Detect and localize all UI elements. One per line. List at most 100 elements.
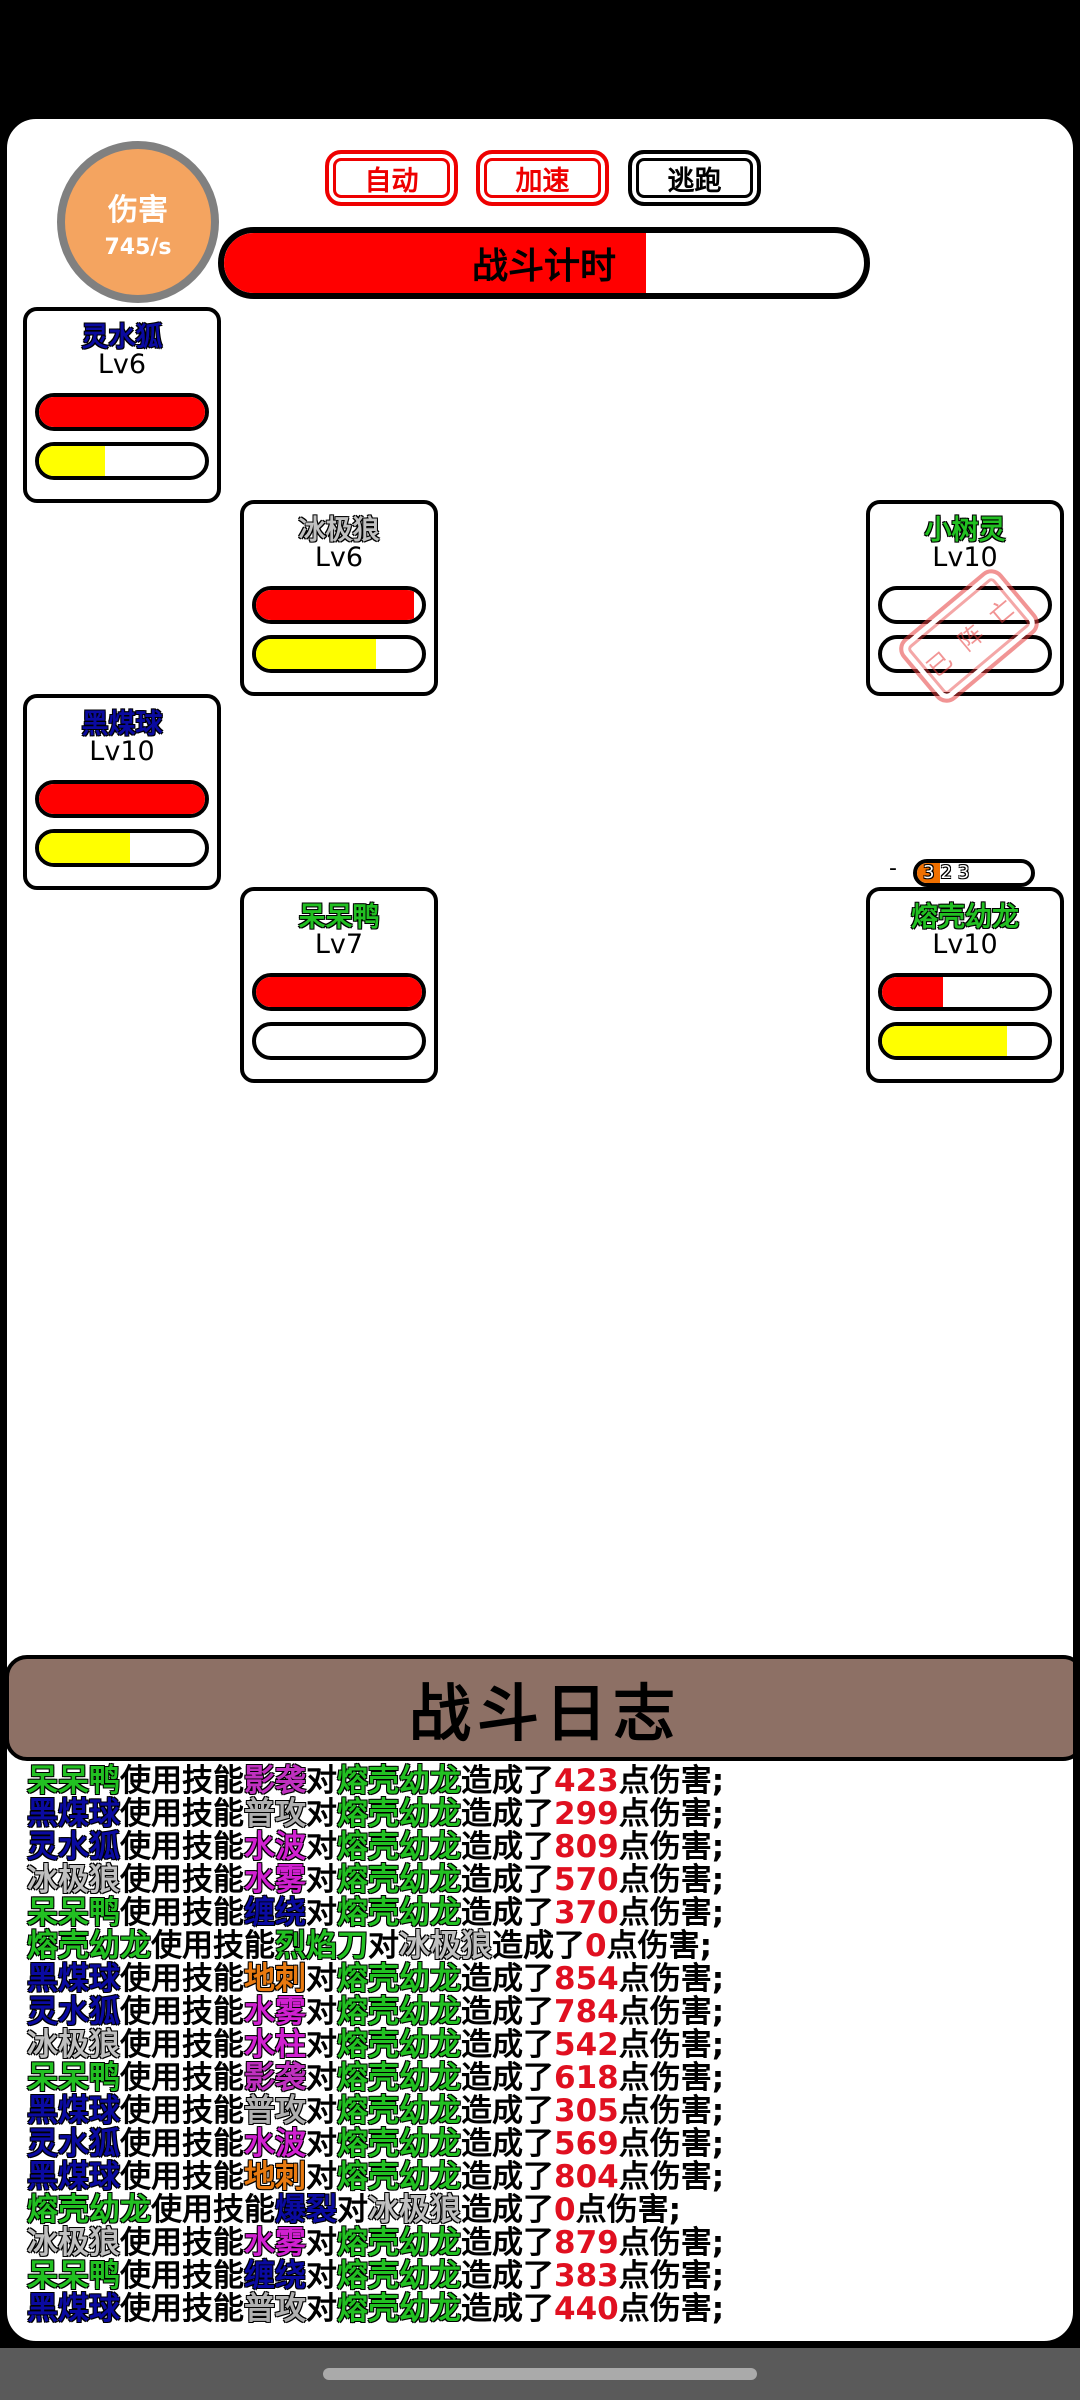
log-unit-name: 熔壳幼龙 — [337, 2225, 461, 2261]
unit-name: 呆呆鸭 — [298, 902, 380, 933]
log-unit-name: 灵水狐 — [27, 1994, 120, 2030]
log-unit-name: 熔壳幼龙 — [337, 1961, 461, 1997]
hp-bar — [878, 586, 1052, 624]
log-skill-name: 水柱 — [244, 2027, 306, 2063]
log-text: 使用技能 — [120, 1796, 244, 1832]
log-unit-name: 熔壳幼龙 — [337, 1862, 461, 1898]
log-line: 黑煤球使用技能普攻对熔壳幼龙造成了299点伤害; — [27, 1798, 1067, 1831]
log-text: 对 — [368, 1928, 399, 1964]
log-text: 对 — [306, 2258, 337, 2294]
log-text: 对 — [306, 2060, 337, 2096]
log-text: 使用技能 — [120, 2291, 244, 2327]
unit-level: Lv6 — [97, 349, 147, 380]
log-text: 使用技能 — [151, 2192, 275, 2228]
log-text: 点伤害; — [618, 2126, 725, 2162]
log-text: 对 — [306, 1895, 337, 1931]
log-line: 熔壳幼龙使用技能爆裂对冰极狼造成了0点伤害; — [27, 2194, 1067, 2227]
log-unit-name: 呆呆鸭 — [27, 2060, 120, 2096]
log-damage-value: 570 — [554, 1862, 619, 1898]
hp-fill — [39, 397, 205, 427]
log-text: 对 — [306, 1763, 337, 1799]
speed-button[interactable]: 加速 — [476, 150, 609, 206]
log-unit-name: 灵水狐 — [27, 1829, 120, 1865]
log-text: 点伤害; — [618, 2225, 725, 2261]
log-damage-value: 440 — [554, 2291, 619, 2327]
log-unit-name: 黑煤球 — [27, 2093, 120, 2129]
log-unit-name: 熔壳幼龙 — [337, 1994, 461, 2030]
home-indicator[interactable] — [323, 2368, 757, 2380]
hp-fill — [39, 784, 205, 814]
log-text: 造成了 — [461, 1994, 554, 2030]
energy-fill — [39, 446, 106, 476]
log-unit-name: 黑煤球 — [27, 2159, 120, 2195]
log-unit-name: 冰极狼 — [399, 1928, 492, 1964]
log-line: 冰极狼使用技能水雾对熔壳幼龙造成了570点伤害; — [27, 1864, 1067, 1897]
log-unit-name: 黑煤球 — [27, 1796, 120, 1832]
unit-name: 灵水狐 — [81, 322, 163, 353]
log-text: 造成了 — [461, 1829, 554, 1865]
log-text: 使用技能 — [120, 2060, 244, 2096]
battle-log[interactable]: 呆呆鸭使用技能影袭对熔壳幼龙造成了423点伤害;黑煤球使用技能普攻对熔壳幼龙造成… — [27, 1765, 1067, 2326]
unit-name: 冰极狼 — [298, 515, 380, 546]
log-text: 点伤害; — [618, 2291, 725, 2327]
log-damage-value: 542 — [554, 2027, 619, 2063]
log-line: 黑煤球使用技能地刺对熔壳幼龙造成了804点伤害; — [27, 2161, 1067, 2194]
log-line: 呆呆鸭使用技能缠绕对熔壳幼龙造成了370点伤害; — [27, 1897, 1067, 1930]
log-unit-name: 呆呆鸭 — [27, 2258, 120, 2294]
log-unit-name: 熔壳幼龙 — [337, 2258, 461, 2294]
hp-bar — [252, 586, 426, 624]
log-unit-name: 冰极狼 — [27, 2225, 120, 2261]
log-text: 使用技能 — [120, 2126, 244, 2162]
log-text: 点伤害; — [575, 2192, 681, 2228]
log-unit-name: 冰极狼 — [27, 1862, 120, 1898]
log-text: 造成了 — [461, 1895, 554, 1931]
energy-fill — [256, 639, 376, 669]
log-text: 造成了 — [461, 1796, 554, 1832]
log-unit-name: 呆呆鸭 — [27, 1763, 120, 1799]
log-skill-name: 普攻 — [244, 2291, 306, 2327]
log-text: 点伤害; — [606, 1928, 712, 1964]
log-skill-name: 爆裂 — [275, 2192, 337, 2228]
damage-value: 745/s — [104, 234, 172, 260]
log-skill-name: 影袭 — [244, 2060, 306, 2096]
log-text: 使用技能 — [120, 1862, 244, 1898]
log-text: 对 — [306, 1796, 337, 1832]
log-damage-value: 299 — [554, 1796, 619, 1832]
log-text: 造成了 — [461, 2258, 554, 2294]
log-text: 对 — [306, 2291, 337, 2327]
unit-name: 熔壳幼龙 — [911, 902, 1019, 933]
log-skill-name: 地刺 — [244, 2159, 306, 2195]
log-text: 对 — [306, 2027, 337, 2063]
log-skill-name: 普攻 — [244, 1796, 306, 1832]
unit-card[interactable]: 小树灵 Lv10 已阵亡 — [866, 500, 1064, 709]
unit-card[interactable]: 灵水狐 Lv6 — [23, 307, 221, 503]
unit-card[interactable]: 黑煤球 Lv10 — [23, 694, 221, 890]
log-text: 点伤害; — [618, 1862, 725, 1898]
hp-fill — [256, 977, 422, 1007]
unit-card[interactable]: 冰极狼 Lv6 — [240, 500, 438, 696]
log-damage-value: 809 — [554, 1829, 619, 1865]
log-text: 对 — [306, 1829, 337, 1865]
log-text: 点伤害; — [618, 2093, 725, 2129]
log-unit-name: 黑煤球 — [27, 1961, 120, 1997]
log-unit-name: 熔壳幼龙 — [337, 1763, 461, 1799]
flee-button[interactable]: 逃跑 — [628, 150, 761, 206]
energy-bar — [252, 1022, 426, 1060]
log-unit-name: 熔壳幼龙 — [337, 2159, 461, 2195]
log-unit-name: 冰极狼 — [368, 2192, 461, 2228]
unit-card[interactable]: 熔壳幼龙 Lv10 — [866, 887, 1064, 1083]
log-line: 灵水狐使用技能水雾对熔壳幼龙造成了784点伤害; — [27, 1996, 1067, 2029]
unit-card[interactable]: 呆呆鸭 Lv7 — [240, 887, 438, 1083]
log-text: 使用技能 — [120, 2027, 244, 2063]
timer-fill — [224, 233, 647, 293]
log-line: 灵水狐使用技能水波对熔壳幼龙造成了809点伤害; — [27, 1831, 1067, 1864]
log-unit-name: 熔壳幼龙 — [27, 2192, 151, 2228]
log-line: 冰极狼使用技能水柱对熔壳幼龙造成了542点伤害; — [27, 2029, 1067, 2062]
log-unit-name: 冰极狼 — [27, 2027, 120, 2063]
log-text: 点伤害; — [618, 2159, 725, 2195]
auto-button[interactable]: 自动 — [325, 150, 458, 206]
log-unit-name: 熔壳幼龙 — [337, 2126, 461, 2162]
log-line: 黑煤球使用技能地刺对熔壳幼龙造成了854点伤害; — [27, 1963, 1067, 1996]
log-text: 使用技能 — [151, 1928, 275, 1964]
log-damage-value: 305 — [554, 2093, 619, 2129]
